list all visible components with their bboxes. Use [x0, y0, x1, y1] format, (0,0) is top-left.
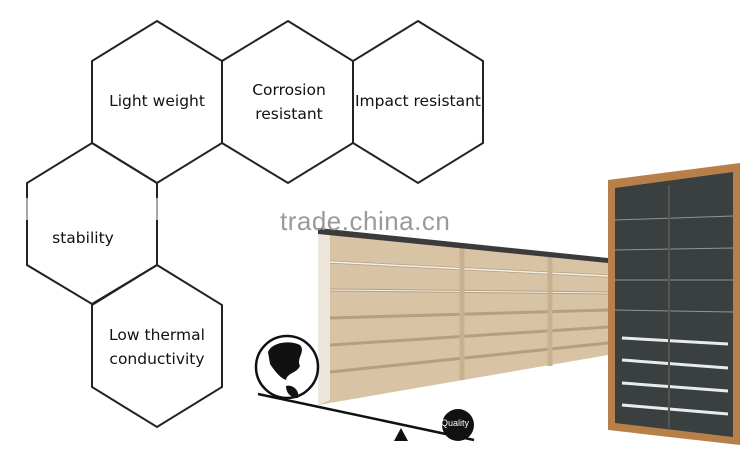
quality-label: Quality: [441, 418, 470, 428]
watermark-band: [0, 198, 750, 220]
feature-light-weight: Light weight: [109, 92, 205, 110]
feature-impact-resistant: Impact resistant: [354, 92, 482, 110]
beige-louver-panel: [318, 228, 609, 405]
feature-corrosion-resistant: Corrosion resistant: [252, 81, 326, 123]
hexagon-impact: [352, 19, 484, 185]
quality-weight-icon: [442, 409, 474, 441]
hexagon-thermal: [91, 263, 223, 429]
framed-dark-louver-panel: [608, 163, 740, 445]
feature-low-thermal-conductivity: Low thermal conductivity: [109, 326, 205, 368]
watermark: trade.china.cn: [280, 206, 451, 236]
globe-icon: [254, 334, 320, 400]
fulcrum-icon: [394, 428, 408, 441]
hexagon-stability: [26, 141, 158, 306]
feature-stability: stability: [52, 229, 114, 247]
balance-beam: [257, 392, 475, 442]
